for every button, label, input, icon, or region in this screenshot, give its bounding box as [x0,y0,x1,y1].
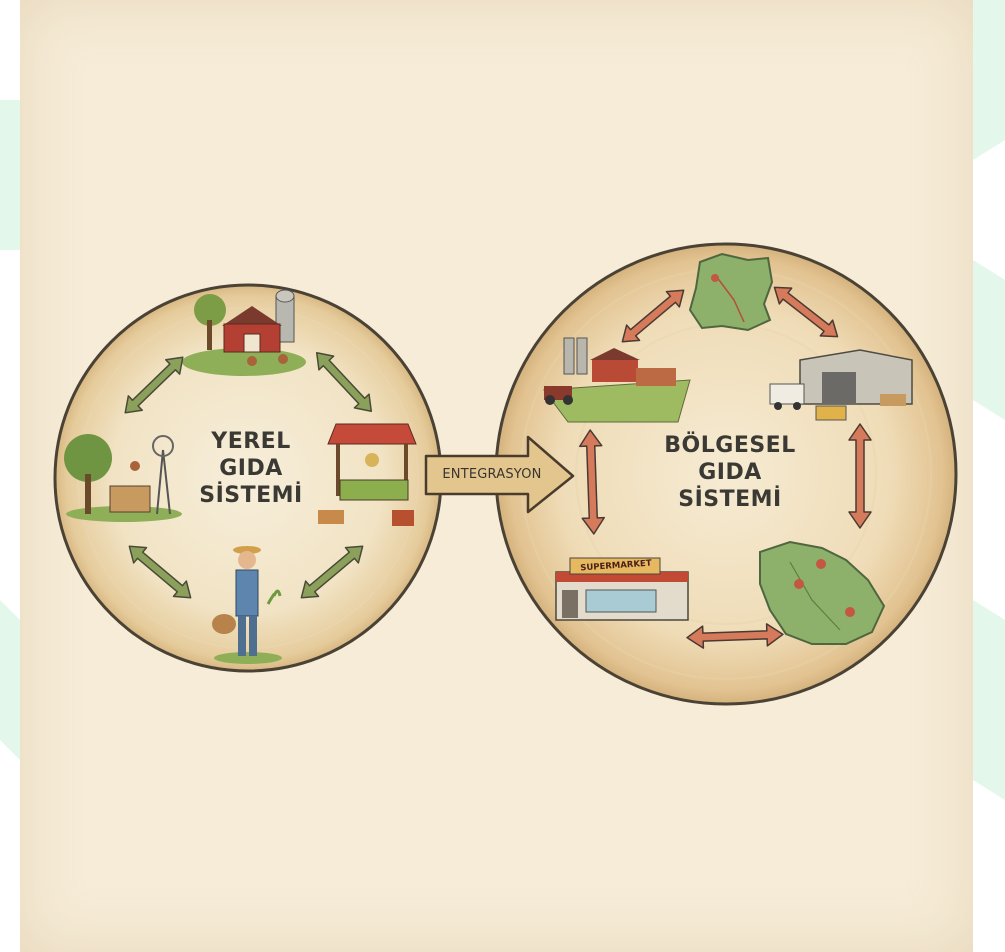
local-title-line-2: GIDA [219,456,283,481]
market-stall-icon [318,423,417,526]
regional-title-line-3: SİSTEMİ [678,487,782,512]
region-map-icon-2 [759,540,886,645]
right-arrow-top-left [621,289,685,343]
left-arrow-bottom-right [300,545,364,599]
integration-label: ENTEGRASYON [442,467,542,482]
regional-title-line-2: GIDA [698,460,762,485]
farmer-icon [212,546,282,664]
right-arrow-right [848,423,872,529]
orchard-windmill-icon [64,434,182,522]
local-food-system-title: YEREL GIDA SİSTEMİ [196,428,306,509]
right-arrow-top-right [773,286,839,338]
left-arrow-top-left [124,356,184,414]
regional-food-system-title: BÖLGESEL GIDA SİSTEMİ [655,432,805,513]
right-arrow-bottom [686,623,784,649]
regional-cycle-arrows [579,286,872,649]
regional-title-line-1: BÖLGESEL [664,433,796,458]
integration-arrow [424,435,575,514]
local-cycle-arrows [124,351,373,599]
warehouse-trucks-icon [769,349,913,421]
local-title-line-1: YEREL [211,429,291,454]
supermarket-icon [555,557,689,621]
left-arrow-bottom-left [128,545,192,599]
farm-fields-icon [543,337,691,423]
region-map-icon [688,252,774,332]
local-title-line-3: SİSTEMİ [199,483,303,508]
barn-icon [182,289,306,376]
left-arrow-top-right [315,351,373,413]
right-arrow-left [579,429,605,535]
